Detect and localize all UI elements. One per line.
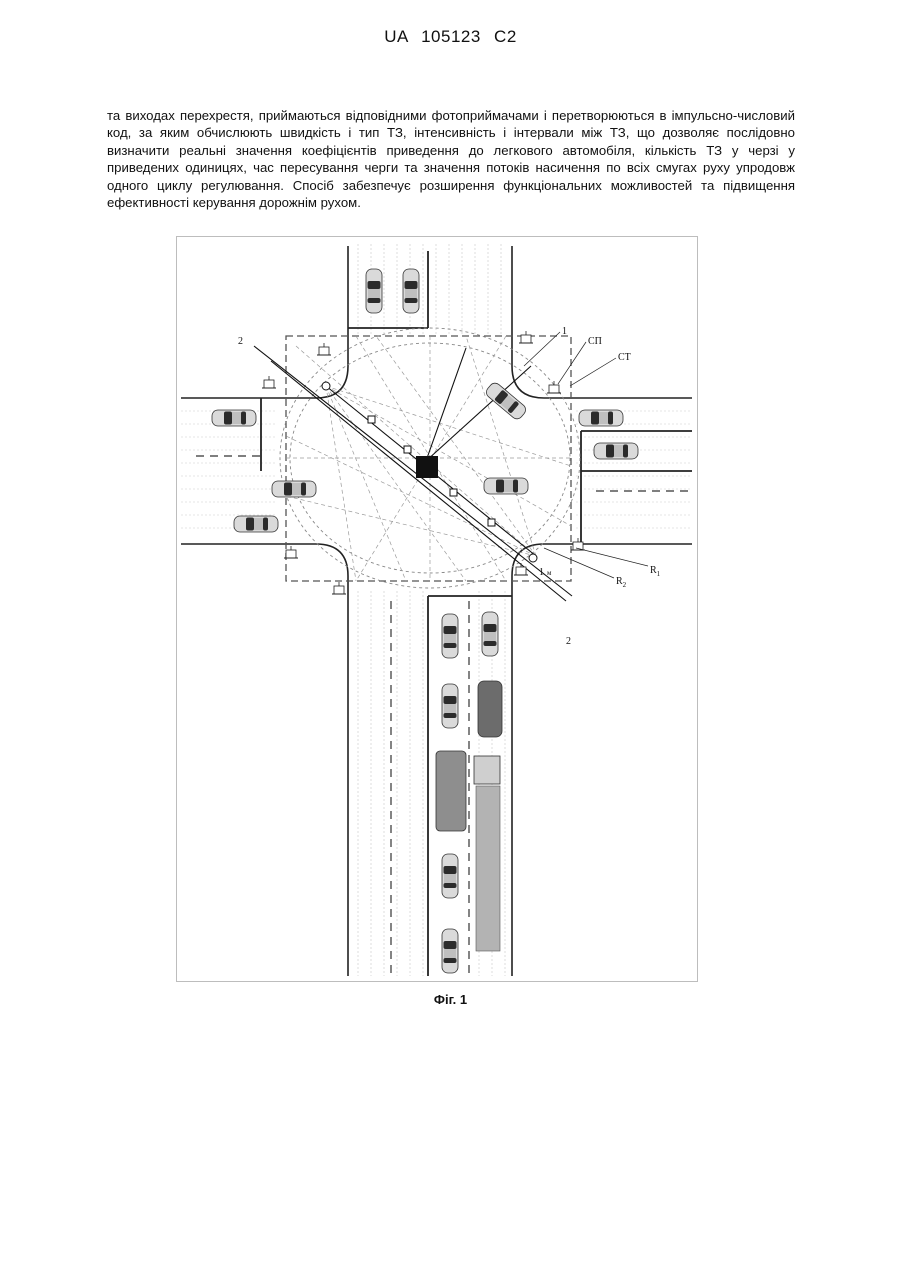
body-paragraph: та виходах перехрестя, приймаються відпо… bbox=[107, 107, 795, 211]
intersection-figure: 1 2 СП СТ R1 R2 1м 2 bbox=[176, 236, 698, 982]
bus bbox=[436, 751, 466, 831]
label-st: СТ bbox=[618, 352, 631, 363]
patent-number: UA 105123 C2 bbox=[0, 27, 901, 47]
label-2-bottom: 2 bbox=[566, 636, 571, 647]
truck-cab bbox=[474, 756, 500, 784]
van bbox=[478, 681, 502, 737]
figure-caption: Фіг. 1 bbox=[0, 992, 901, 1007]
central-controller bbox=[416, 456, 438, 478]
intersection-drawing: 1 2 СП СТ R1 R2 1м 2 bbox=[176, 236, 698, 982]
label-1-top: 1 bbox=[562, 326, 567, 337]
label-2-top: 2 bbox=[238, 336, 243, 347]
figure-border bbox=[177, 237, 698, 982]
label-sp: СП bbox=[588, 336, 602, 347]
truck-trailer bbox=[476, 786, 500, 951]
